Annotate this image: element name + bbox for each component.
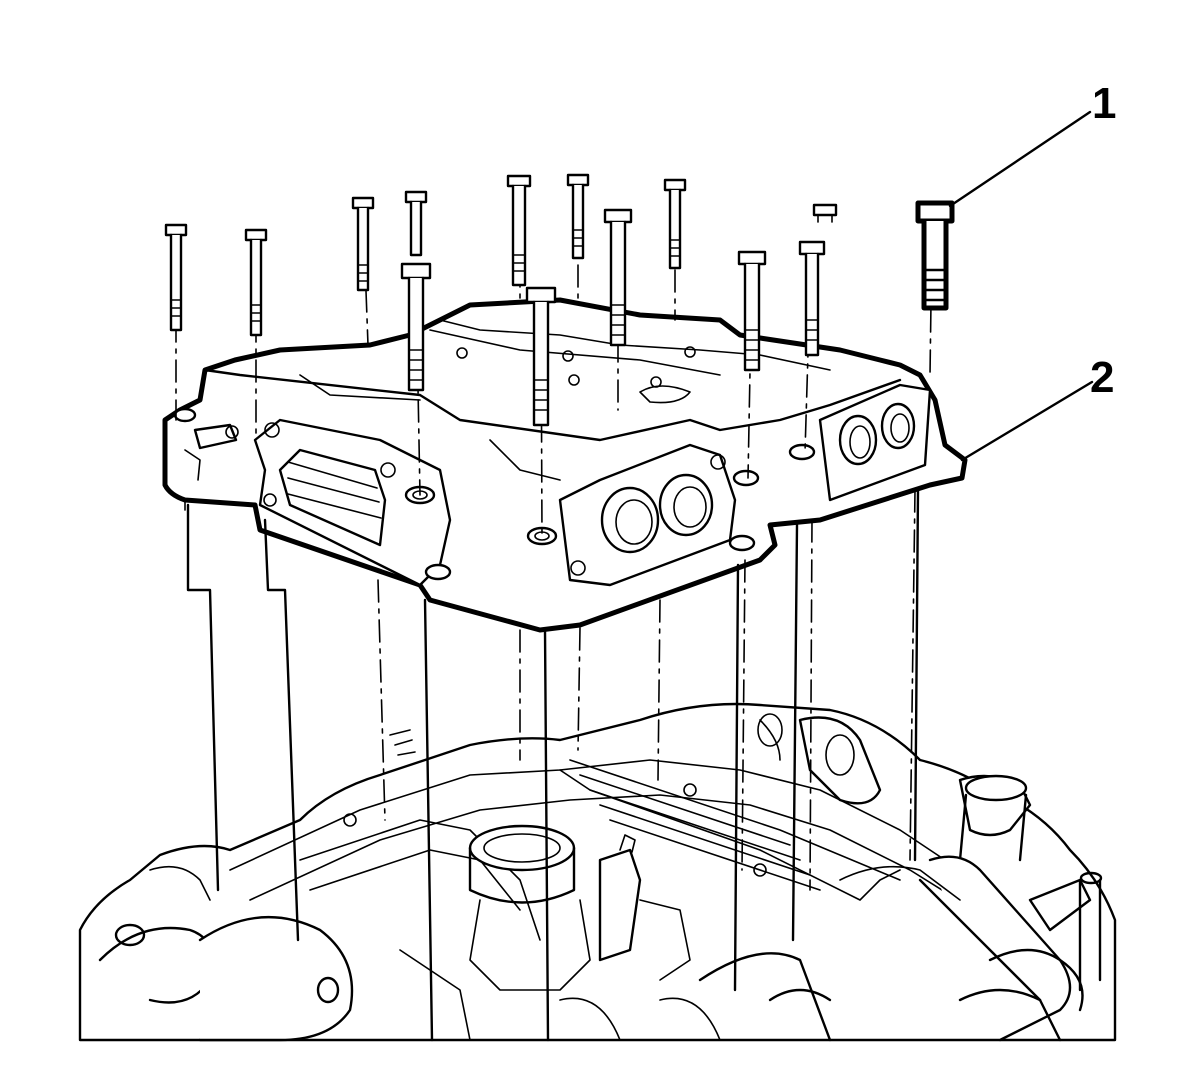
bolt-6 <box>506 174 532 287</box>
callout-2: 2 <box>960 353 1114 462</box>
callout-1-leader-line <box>948 110 1092 208</box>
manifold-bolts <box>164 173 955 1042</box>
bolt-2 <box>244 228 268 337</box>
bolt-13 <box>812 203 838 223</box>
callout-1: 1 <box>948 79 1116 208</box>
bolt-highlighted <box>915 200 955 311</box>
bolt-9 <box>603 208 633 347</box>
bolt-10 <box>663 178 687 270</box>
intake-manifold <box>162 297 968 633</box>
callout-1-label: 1 <box>1092 79 1116 128</box>
bolt-12 <box>798 240 826 357</box>
callout-2-label: 2 <box>1090 353 1114 402</box>
bolt-7 <box>566 173 590 260</box>
bolt-11 <box>737 250 767 372</box>
engine-assembly <box>78 702 1117 1042</box>
bolt-5 <box>400 262 432 392</box>
bolt-1 <box>164 223 188 332</box>
bolt-4 <box>404 190 428 257</box>
bolt-3 <box>351 196 375 292</box>
callout-2-leader-line <box>960 380 1094 462</box>
bolt-8 <box>525 286 557 427</box>
